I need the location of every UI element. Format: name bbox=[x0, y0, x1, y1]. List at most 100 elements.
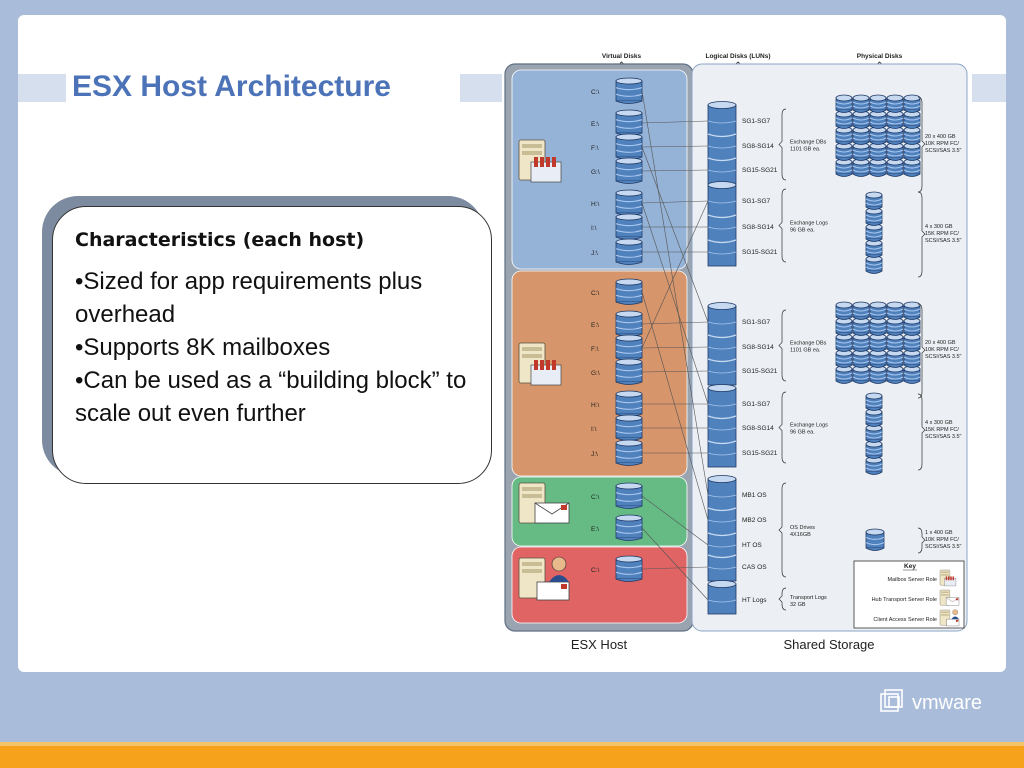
mail-slot bbox=[947, 576, 950, 581]
connector-line bbox=[641, 291, 709, 521]
lun-group-size: 96 GB ea. bbox=[790, 430, 815, 436]
physical-disk-icon bbox=[903, 126, 921, 145]
disk-top bbox=[615, 133, 643, 141]
disk-bottom bbox=[865, 222, 883, 226]
disk-band bbox=[903, 372, 921, 376]
physical-disk-icon bbox=[852, 333, 870, 352]
connector-line bbox=[641, 90, 709, 496]
disk-band bbox=[852, 137, 870, 141]
disk-top bbox=[615, 109, 643, 117]
lun-label: MB2 OS bbox=[742, 517, 767, 524]
lun-band bbox=[707, 200, 737, 204]
disk-band bbox=[865, 435, 883, 439]
lun-group-size: 1101 GB ea. bbox=[790, 348, 821, 354]
connector-line bbox=[641, 566, 709, 570]
virtual-disk-icon bbox=[615, 278, 643, 305]
vm-panel bbox=[511, 476, 688, 547]
lun-band bbox=[707, 239, 737, 244]
disk-band bbox=[886, 324, 904, 328]
vm-panel bbox=[511, 270, 688, 477]
connector-line bbox=[641, 495, 709, 546]
virtual-disk-icon bbox=[615, 133, 643, 160]
lun-group-label: OS Drives bbox=[790, 525, 815, 531]
disk-band bbox=[903, 344, 921, 348]
lun-band bbox=[707, 519, 737, 523]
disk-band bbox=[869, 376, 887, 380]
physical-disk-icon bbox=[835, 158, 853, 177]
envelope bbox=[534, 502, 570, 524]
lun-group-brace bbox=[778, 391, 787, 464]
disk-band bbox=[835, 137, 853, 141]
envelope bbox=[945, 597, 960, 606]
disk-bottom bbox=[865, 423, 883, 427]
disk-bottom bbox=[852, 380, 870, 384]
server-bay bbox=[941, 591, 949, 594]
disk-bottom bbox=[852, 109, 870, 113]
disk-band bbox=[903, 101, 921, 105]
disk-band bbox=[865, 451, 883, 455]
disk-band bbox=[615, 199, 643, 203]
mail-slot bbox=[552, 360, 556, 370]
lun-band bbox=[707, 544, 737, 548]
disk-bottom bbox=[903, 173, 921, 177]
disk-band bbox=[615, 326, 643, 330]
connector-line bbox=[641, 200, 709, 204]
physical-disk-icon bbox=[835, 317, 853, 336]
disk-band bbox=[615, 288, 643, 292]
lun-group-size: 1101 GB ea. bbox=[790, 147, 821, 153]
disk-band bbox=[835, 308, 853, 312]
mail-slot bbox=[546, 360, 550, 370]
disk-bottom bbox=[852, 125, 870, 129]
disk-band bbox=[903, 169, 921, 173]
physical-disk-icon bbox=[852, 110, 870, 129]
disk-top bbox=[615, 334, 643, 342]
disk-band bbox=[869, 101, 887, 105]
disk-bottom bbox=[852, 316, 870, 320]
mail-slot bbox=[534, 157, 538, 167]
disk-band bbox=[835, 149, 853, 153]
server-bay bbox=[522, 562, 542, 566]
connector-line bbox=[641, 169, 709, 172]
disk-band bbox=[903, 312, 921, 316]
disk-band bbox=[615, 571, 643, 575]
physical-disk-icon bbox=[835, 94, 853, 113]
physical-disk-icon bbox=[852, 301, 870, 320]
physical-disk-spec: 10K RPM FC/ bbox=[925, 347, 959, 353]
disk-bottom bbox=[835, 348, 853, 352]
physical-disk-icon bbox=[886, 301, 904, 320]
disk-band bbox=[615, 229, 643, 233]
bullet-item: •Sized for app requirements plus overhea… bbox=[75, 268, 423, 328]
physical-disk-icon bbox=[835, 349, 853, 368]
disk-bottom bbox=[869, 141, 887, 145]
disk-band bbox=[869, 312, 887, 316]
disk-band bbox=[615, 167, 643, 171]
physical-disk-icon bbox=[903, 317, 921, 336]
key-title: Key bbox=[904, 563, 916, 570]
shared-storage-label: Shared Storage bbox=[783, 637, 874, 652]
disk-band bbox=[615, 449, 643, 453]
disk-band bbox=[835, 133, 853, 137]
disk-band bbox=[852, 324, 870, 328]
server-bay bbox=[522, 144, 542, 148]
disk-band bbox=[886, 153, 904, 157]
envelope-stamp bbox=[955, 619, 959, 622]
lun-top bbox=[707, 475, 737, 483]
disk-bottom bbox=[835, 316, 853, 320]
disk-top bbox=[615, 310, 643, 318]
disk-top bbox=[615, 514, 643, 522]
lun-top bbox=[707, 580, 737, 588]
disk-bottom bbox=[865, 270, 883, 274]
physical-disk-icon bbox=[903, 301, 921, 320]
lun-group-size: 4X16GB bbox=[790, 532, 811, 538]
spec-brace bbox=[917, 191, 926, 278]
disk-band bbox=[869, 137, 887, 141]
mail-slot bbox=[534, 360, 538, 370]
physical-disk-icon bbox=[886, 349, 904, 368]
key-hub-transport-icon bbox=[939, 589, 960, 606]
lun-group-brace bbox=[778, 309, 787, 382]
connector-line bbox=[641, 200, 709, 349]
disk-bottom bbox=[869, 157, 887, 161]
physical-disk-icon bbox=[865, 191, 883, 210]
physical-disk-icon bbox=[903, 142, 921, 161]
